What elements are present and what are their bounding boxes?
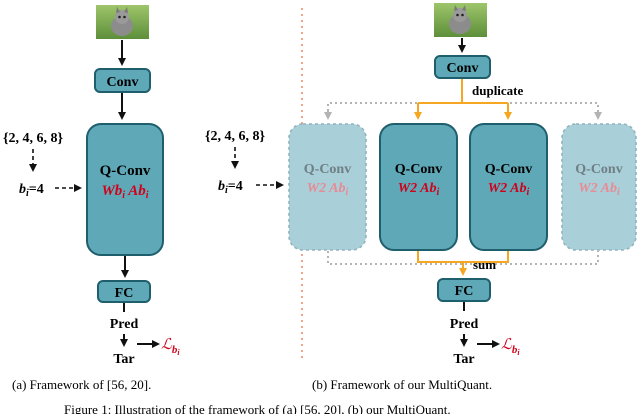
qconv-sub-2: W2 Abi <box>488 181 530 198</box>
tar-label-left: Tar <box>113 352 134 367</box>
kitten-image-left <box>96 5 149 39</box>
right-panel: Conv duplicate Q-Conv W2 Abi Q-Conv W2 A… <box>205 3 637 367</box>
gray-branch-top <box>327 102 599 116</box>
conv-label-right: Conv <box>447 61 479 76</box>
bit-value-right: bi=4 <box>218 179 243 196</box>
duplicate-label: duplicate <box>472 83 524 98</box>
qconv-block-faded-1 <box>288 123 367 251</box>
sum-label: sum <box>473 257 496 272</box>
qconv-title-1: Q-Conv <box>395 162 442 177</box>
gray-branch-bottom <box>327 251 599 265</box>
qconv-block-left <box>86 123 164 256</box>
kitten-image-right <box>434 3 487 37</box>
qconv-title-faded-1: Q-Conv <box>304 162 351 177</box>
left-panel: Conv Q-Conv Wbi Abi {2, 4, 6, 8} bi=4 FC… <box>3 5 180 367</box>
tar-label-right: Tar <box>453 352 474 367</box>
figure-caption: Figure 1: Illustration of the framework … <box>64 402 451 414</box>
qconv-title-left: Q-Conv <box>100 163 151 179</box>
qconv-sub-faded-1: W2 Abi <box>307 181 349 198</box>
pred-label-left: Pred <box>110 317 139 332</box>
fc-label-left: FC <box>115 286 134 301</box>
qconv-block-2 <box>469 123 548 251</box>
fc-block-right <box>437 278 491 302</box>
caption-right: (b) Framework of our MultiQuant. <box>312 377 492 392</box>
loss-label-left: ℒbi <box>161 337 180 357</box>
qconv-block-faded-2 <box>561 123 637 251</box>
fc-block-left <box>97 280 151 303</box>
qconv-sub-faded-2: W2 Abi <box>578 181 620 198</box>
qconv-sub-left: Wbi Abi <box>101 183 148 201</box>
bit-value-left: bi=4 <box>19 182 44 199</box>
loss-label-right: ℒbi <box>501 337 520 357</box>
caption-left: (a) Framework of [56, 20]. <box>12 377 151 392</box>
qconv-block-1 <box>379 123 458 251</box>
qconv-sub-1: W2 Abi <box>398 181 440 198</box>
pred-label-right: Pred <box>450 317 479 332</box>
bit-set-right: {2, 4, 6, 8} <box>205 129 266 144</box>
fc-label-right: FC <box>455 284 474 299</box>
conv-block-right <box>434 55 491 79</box>
bit-set-left: {2, 4, 6, 8} <box>3 131 64 146</box>
conv-label-left: Conv <box>107 75 139 90</box>
conv-block-left <box>94 68 151 93</box>
qconv-title-2: Q-Conv <box>485 162 532 177</box>
qconv-title-faded-2: Q-Conv <box>575 162 622 177</box>
